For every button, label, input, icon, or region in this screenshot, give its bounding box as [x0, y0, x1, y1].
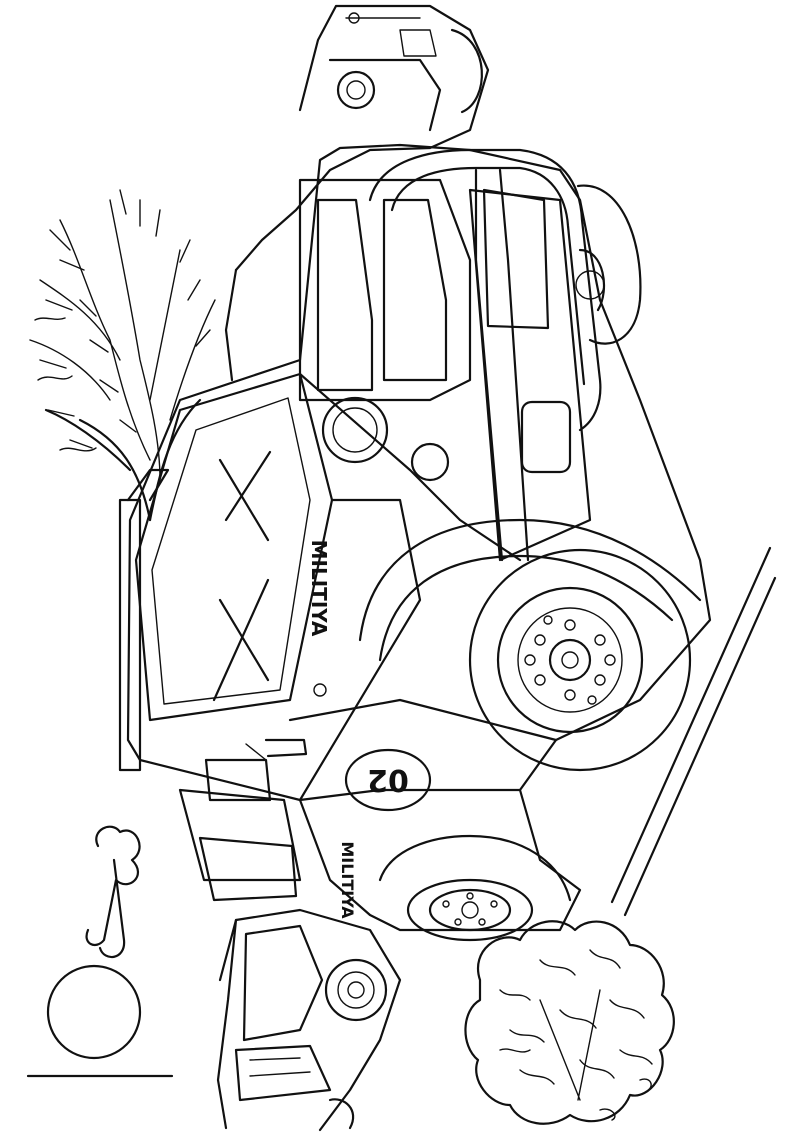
road-lines	[610, 546, 777, 917]
bush-bottom-right	[464, 920, 675, 1125]
background-police-car-top	[224, 4, 490, 382]
tree-left	[29, 189, 216, 522]
unit-number-label: 02	[367, 762, 409, 797]
door-lettering-label: MILITIYA	[307, 540, 331, 637]
background-police-car-bottom	[216, 908, 402, 1132]
rear-lettering-label: MILITIYA	[338, 841, 357, 919]
main-police-suv: 02 MILITIYA MILITIYA	[118, 143, 712, 942]
sun-and-clouds	[26, 825, 174, 1078]
